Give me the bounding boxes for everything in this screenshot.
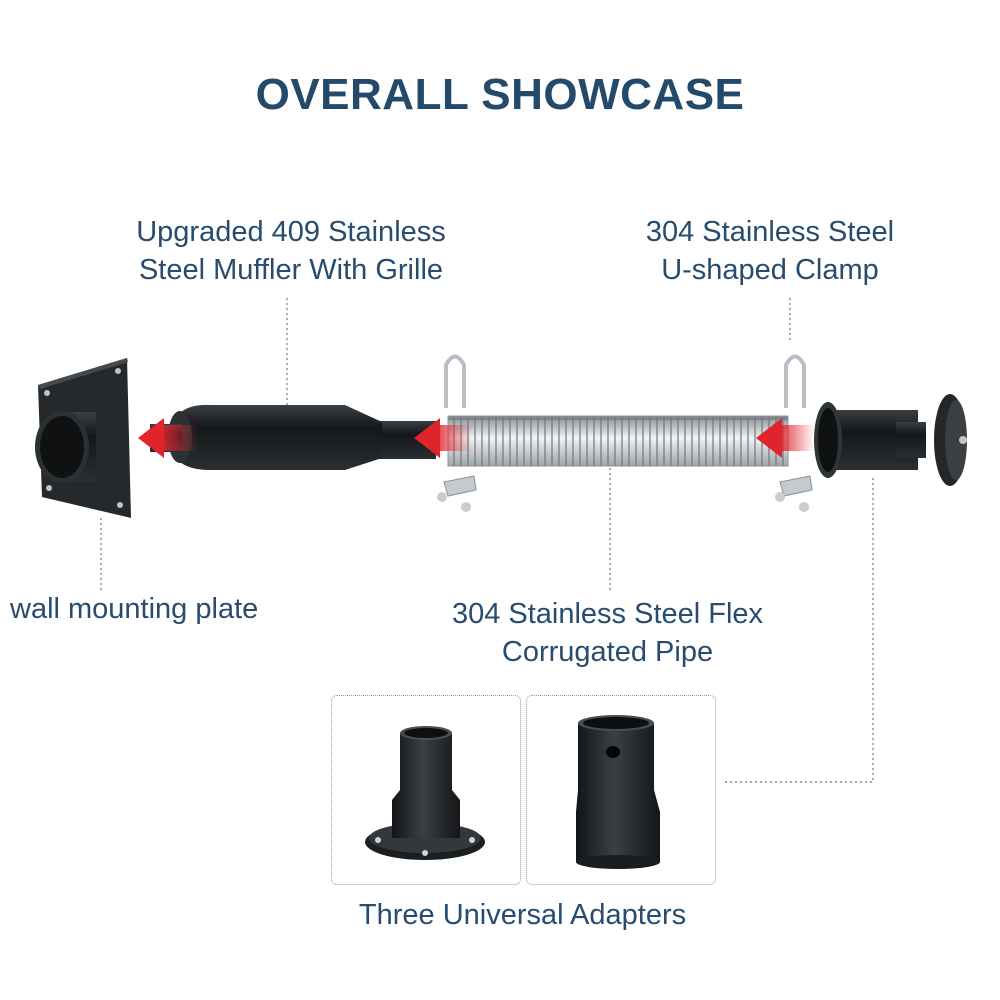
flow-arrows	[138, 418, 815, 458]
page-title: OVERALL SHOWCASE	[255, 70, 745, 119]
u-clamp-left	[443, 354, 477, 497]
clamp-label-line1: 304 Stainless Steel	[645, 216, 895, 248]
adapter-flanged	[365, 726, 485, 860]
muffler-label-line1: Upgraded 409 Stainless	[136, 216, 446, 248]
u-clamp-right	[779, 354, 813, 497]
adapter-leader	[722, 478, 874, 783]
pipe-label: 304 Stainless Steel Flex Corrugated Pipe	[420, 595, 795, 671]
stove-connector	[814, 394, 967, 486]
adapters-label: Three Universal Adapters	[358, 899, 687, 931]
adapter-tall	[576, 715, 660, 869]
pipe-label-line2: Corrugated Pipe	[501, 636, 714, 668]
clamp-nuts-left	[437, 492, 471, 512]
wall-mounting-plate	[35, 358, 131, 518]
clamp-label-line2: U-shaped Clamp	[661, 254, 879, 286]
muffler-label-line2: Steel Muffler With Grille	[138, 254, 444, 286]
clamp-nuts-right	[775, 492, 809, 512]
clamp-label: 304 Stainless Steel U-shaped Clamp	[620, 213, 920, 289]
pipe-label-line1: 304 Stainless Steel Flex	[451, 598, 764, 630]
muffler-label: Upgraded 409 Stainless Steel Muffler Wit…	[110, 213, 472, 289]
leader-lines	[100, 298, 874, 783]
plate-label: wall mounting plate	[10, 593, 259, 625]
corrugated-pipe	[447, 415, 789, 467]
